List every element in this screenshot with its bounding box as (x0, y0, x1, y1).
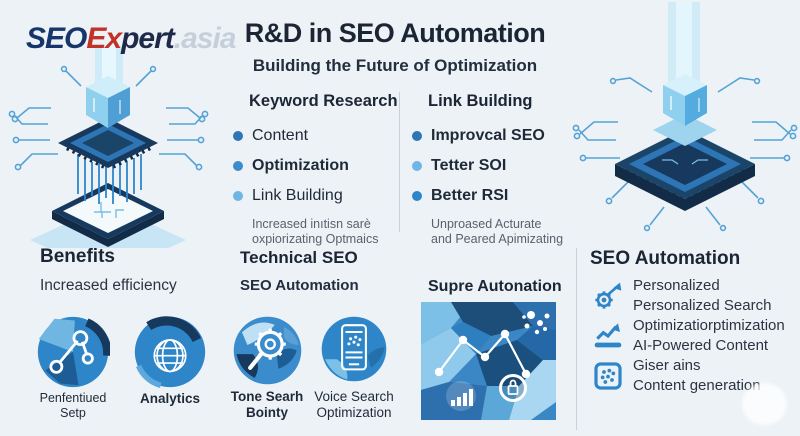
feature-text: Optimizatiorptimization AI-Powered Conte… (633, 317, 785, 354)
bullet-dot-icon (412, 131, 422, 141)
bullet-label: Optimization (252, 157, 349, 174)
divider (399, 92, 400, 232)
link-building-note: Unproased Acturate and Peared Apimizatin… (431, 217, 564, 246)
bullet-dot-icon (233, 191, 243, 201)
page-title: R&D in SEO Automation (244, 18, 546, 48)
list-item: Optimization (233, 157, 403, 175)
bullet-label: Improvcal SEO (431, 127, 545, 144)
section-keyword-research: Keyword Research Content Optimization Li… (233, 92, 403, 247)
page-subtitle: Building the Future of Optimization (252, 56, 538, 75)
bar-chart-icon (446, 381, 476, 411)
list-item: Tetter SOI (412, 157, 582, 175)
feature-row: Giser ains Content generation (592, 356, 792, 395)
chip-tower (653, 74, 717, 146)
card-label: Penfentiued Setp (39, 391, 107, 420)
descending-pins (77, 154, 142, 204)
header: R&D in SEO Automation Building the Futur… (213, 18, 577, 76)
right-chip-illustration (572, 2, 798, 232)
dots-grid-icon (594, 361, 622, 390)
logo-tld: .asia (173, 22, 237, 55)
dot-cluster-icon (522, 311, 550, 335)
circuit-traces-icon (572, 77, 798, 232)
keyword-research-note: Increased inıtisn sarè oxpiorizating Opt… (252, 217, 379, 246)
technical-seo-subtitle: SEO Automation (240, 277, 359, 294)
feature-text: Personalized Personalized Search (633, 277, 772, 314)
list-item: Improvcal SEO (412, 127, 582, 145)
section-benefits: Benefits Increased efficiency (40, 246, 177, 295)
logo-ex: Ex (86, 22, 122, 55)
card-label: Tone Searh Bointy (230, 389, 304, 420)
benefits-subtitle: Increased efficiency (40, 277, 177, 294)
left-chip-illustration (8, 46, 209, 248)
chip-tower (86, 76, 130, 128)
bullet-dot-icon (233, 161, 243, 171)
feature-row: Optimizatiorptimization AI-Powered Conte… (592, 316, 792, 355)
gear-arrow-icon (595, 282, 622, 309)
bullet-label: Tetter SOI (431, 157, 507, 174)
seo-automation-title: SEO Automation (590, 248, 741, 269)
bullet-dot-icon (233, 131, 243, 141)
supre-autonation-title: Supre Autonation (428, 278, 562, 295)
section-link-building: Link Building Improvcal SEO Tetter SOI B… (412, 92, 582, 247)
logo-seo: SEO (26, 22, 87, 55)
trend-line-icon (434, 329, 531, 379)
brand-logo: SEOExpert.asia (26, 22, 237, 56)
bullet-dot-icon (412, 191, 422, 201)
feature-text: Giser ains Content generation (633, 357, 761, 394)
globe-icon (134, 316, 206, 388)
bullet-label: Content (252, 127, 309, 144)
card-label: Voice Search Optimization (314, 389, 394, 420)
card-label: Analytics (139, 391, 201, 406)
section-technical-seo: Technical SEO SEO Automation (240, 248, 359, 294)
trend-nodes-icon (37, 316, 110, 388)
feature-row: Personalized Personalized Search (592, 276, 792, 315)
benefits-title: Benefits (40, 246, 115, 267)
logo-pert: pert (121, 22, 175, 55)
chip-top (58, 118, 158, 171)
automation-collage-image (421, 302, 556, 420)
circuit-traces-icon (8, 65, 209, 171)
lock-badge-icon (499, 374, 527, 402)
divider (576, 248, 577, 430)
bullet-label: Link Building (252, 187, 343, 204)
list-item: Better RSI (412, 187, 582, 205)
chip-body (615, 129, 755, 211)
bullet-label: Better RSI (431, 187, 509, 204)
technical-seo-title: Technical SEO (240, 248, 358, 267)
growth-chart-icon (594, 322, 622, 347)
list-item: Link Building (233, 187, 403, 205)
keyword-research-title: Keyword Research (249, 92, 398, 110)
list-item: Content (233, 127, 403, 145)
watermark-circle (742, 383, 787, 425)
link-building-title: Link Building (428, 92, 533, 110)
smartphone-icon (321, 316, 387, 382)
bullet-dot-icon (412, 161, 422, 171)
gear-magnifier-icon (233, 316, 302, 385)
